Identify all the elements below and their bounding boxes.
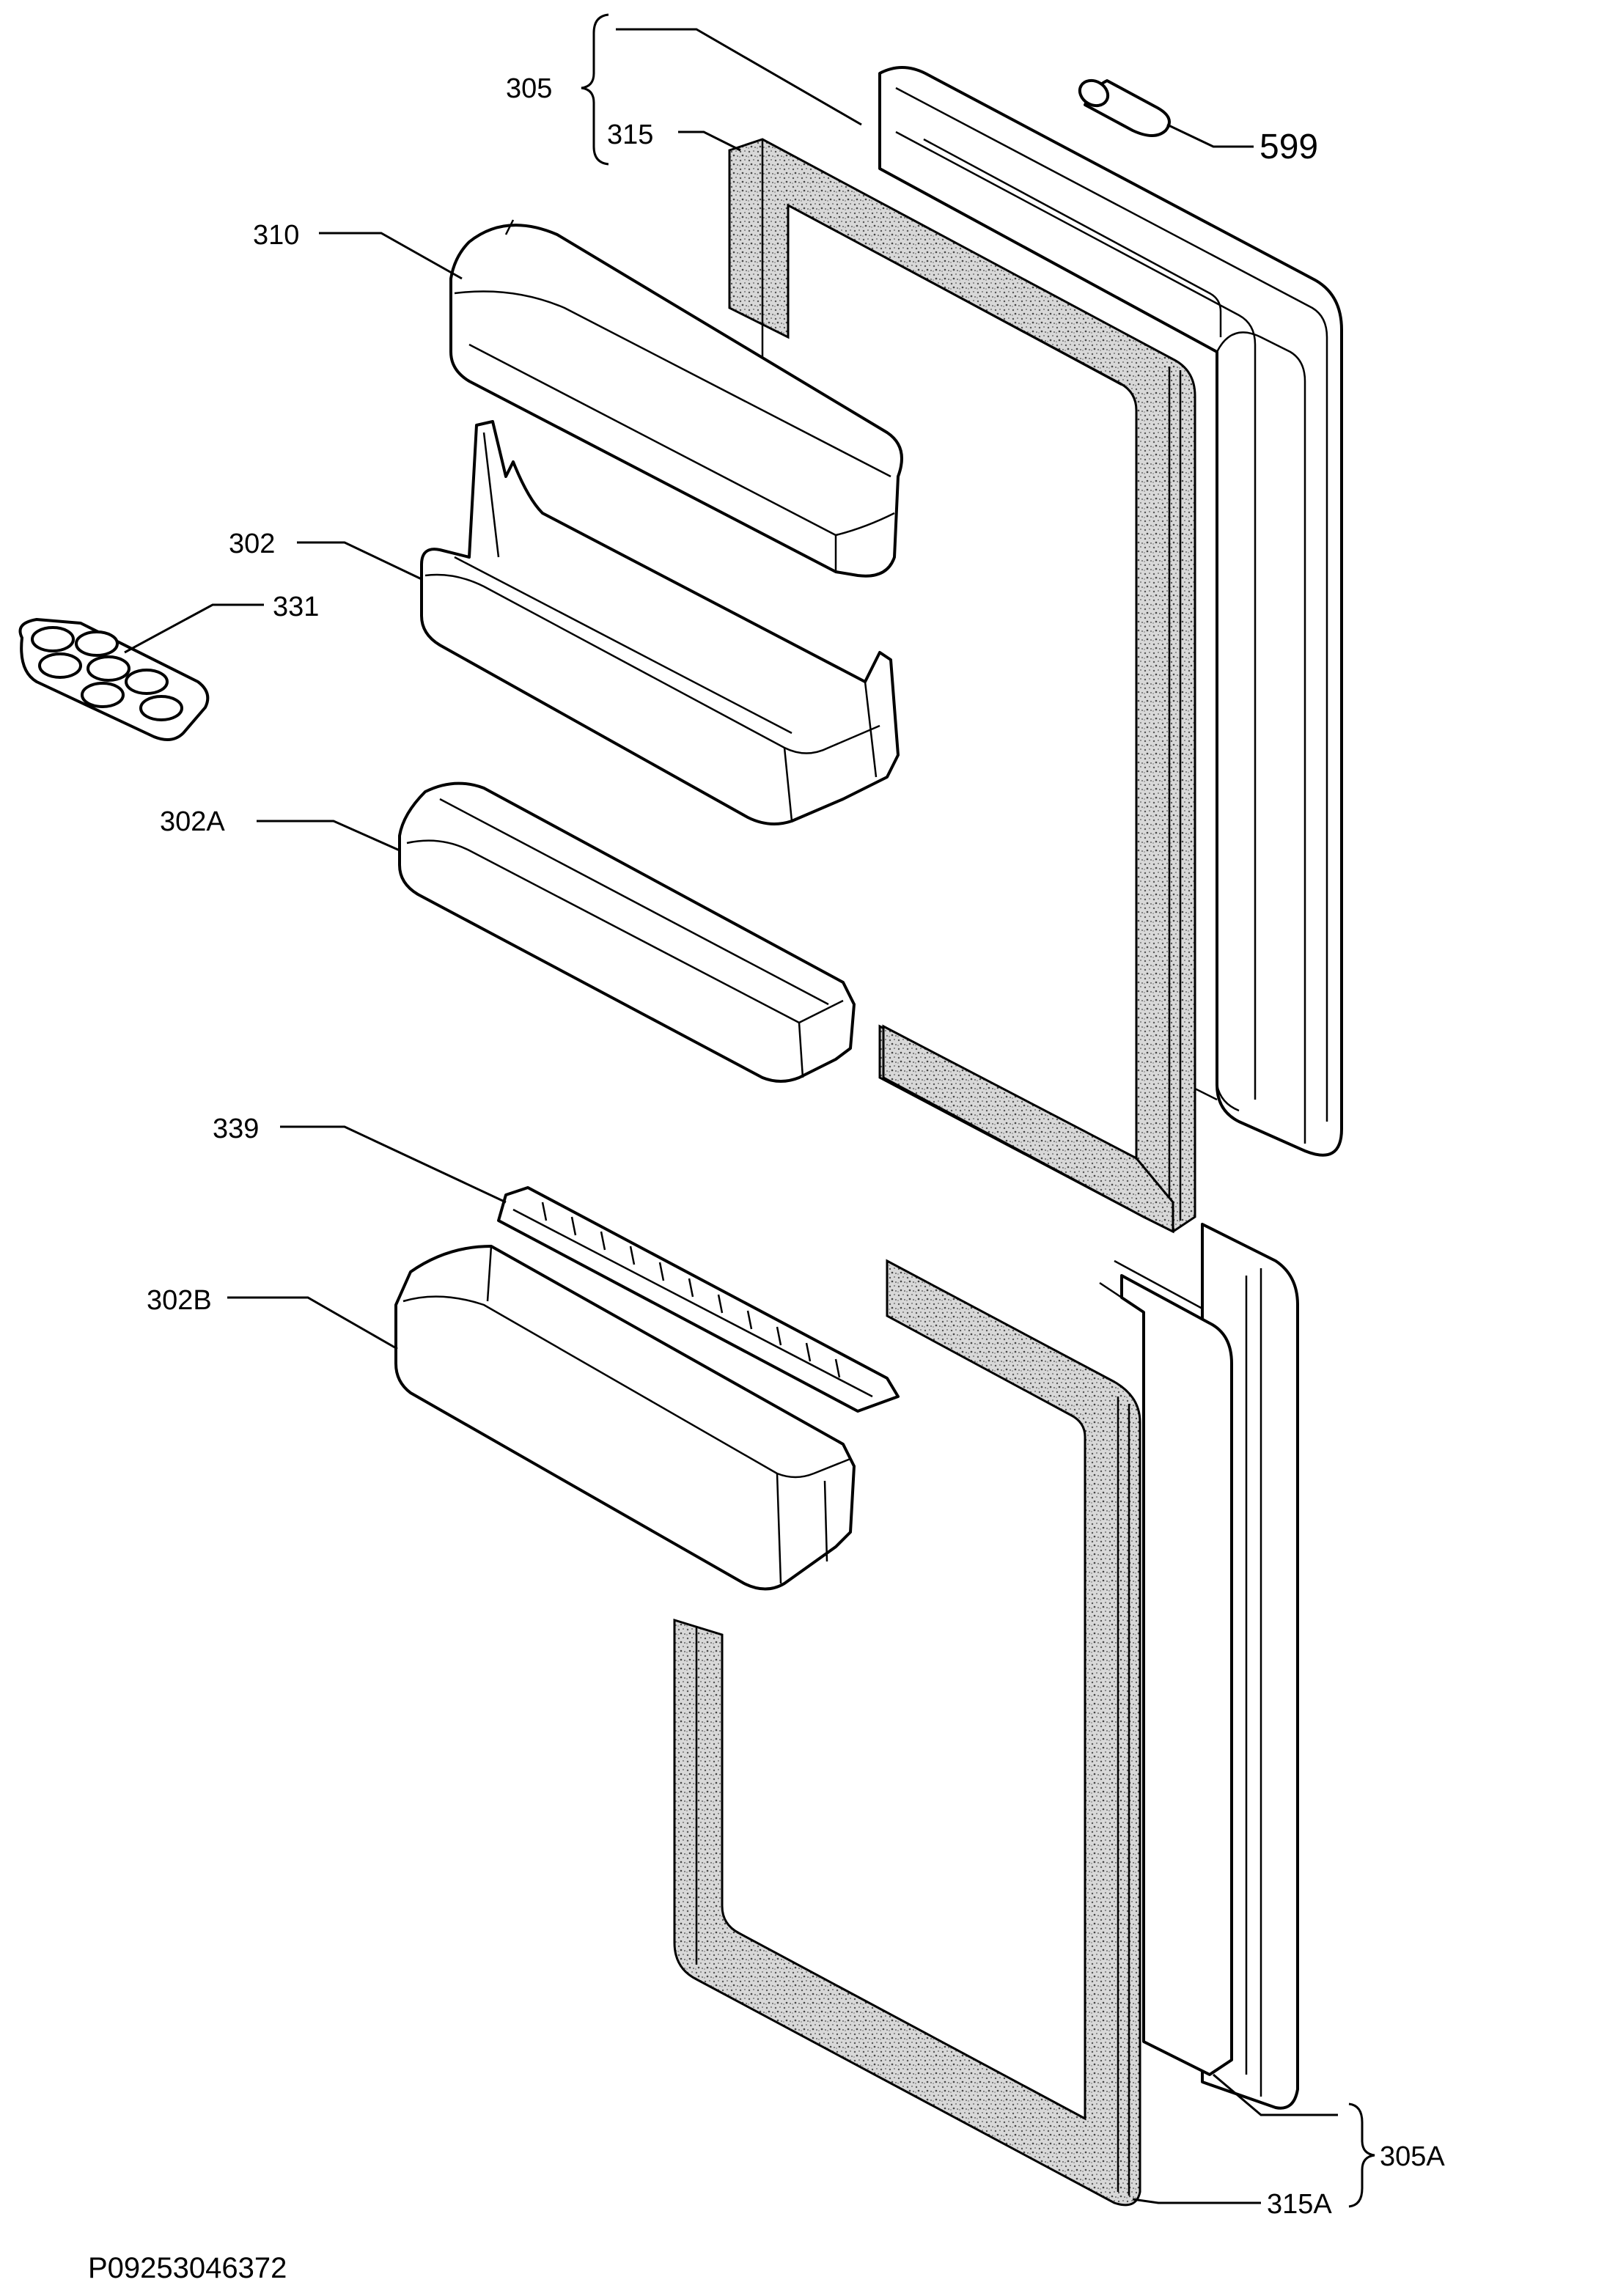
lower-door-gasket: [673, 1259, 1141, 2207]
label-305: 305: [506, 73, 552, 104]
label-302a: 302A: [160, 806, 225, 837]
part-labels: 305 315 599 310 302 331 302A 339 302B 30…: [147, 73, 1445, 2220]
hinge-pin: [1078, 78, 1171, 137]
label-315a: 315A: [1267, 2189, 1332, 2220]
label-331: 331: [273, 592, 319, 622]
upper-door-gasket: [728, 138, 1196, 1233]
label-305a: 305A: [1380, 2141, 1445, 2172]
label-310: 310: [253, 220, 299, 251]
leader-lines: [124, 13, 1375, 2208]
upper-gasket-lower-section: [882, 1024, 1174, 1234]
upper-door-shelf: [420, 420, 900, 825]
label-339: 339: [213, 1114, 259, 1144]
upper-door-panel: [878, 66, 1343, 1157]
label-302: 302: [229, 529, 275, 559]
label-315: 315: [607, 119, 653, 150]
label-599: 599: [1260, 128, 1318, 166]
diagram-reference-code: P09253046372: [88, 2252, 287, 2284]
bottle-retainer-rack: [497, 1186, 900, 1413]
lower-door-panel: [1099, 1223, 1299, 2110]
dairy-compartment-lid: [449, 219, 903, 578]
label-302b: 302B: [147, 1285, 212, 1316]
egg-tray: [18, 618, 210, 741]
lower-door-shelf: [394, 1245, 856, 1591]
middle-door-shelf: [398, 781, 856, 1083]
